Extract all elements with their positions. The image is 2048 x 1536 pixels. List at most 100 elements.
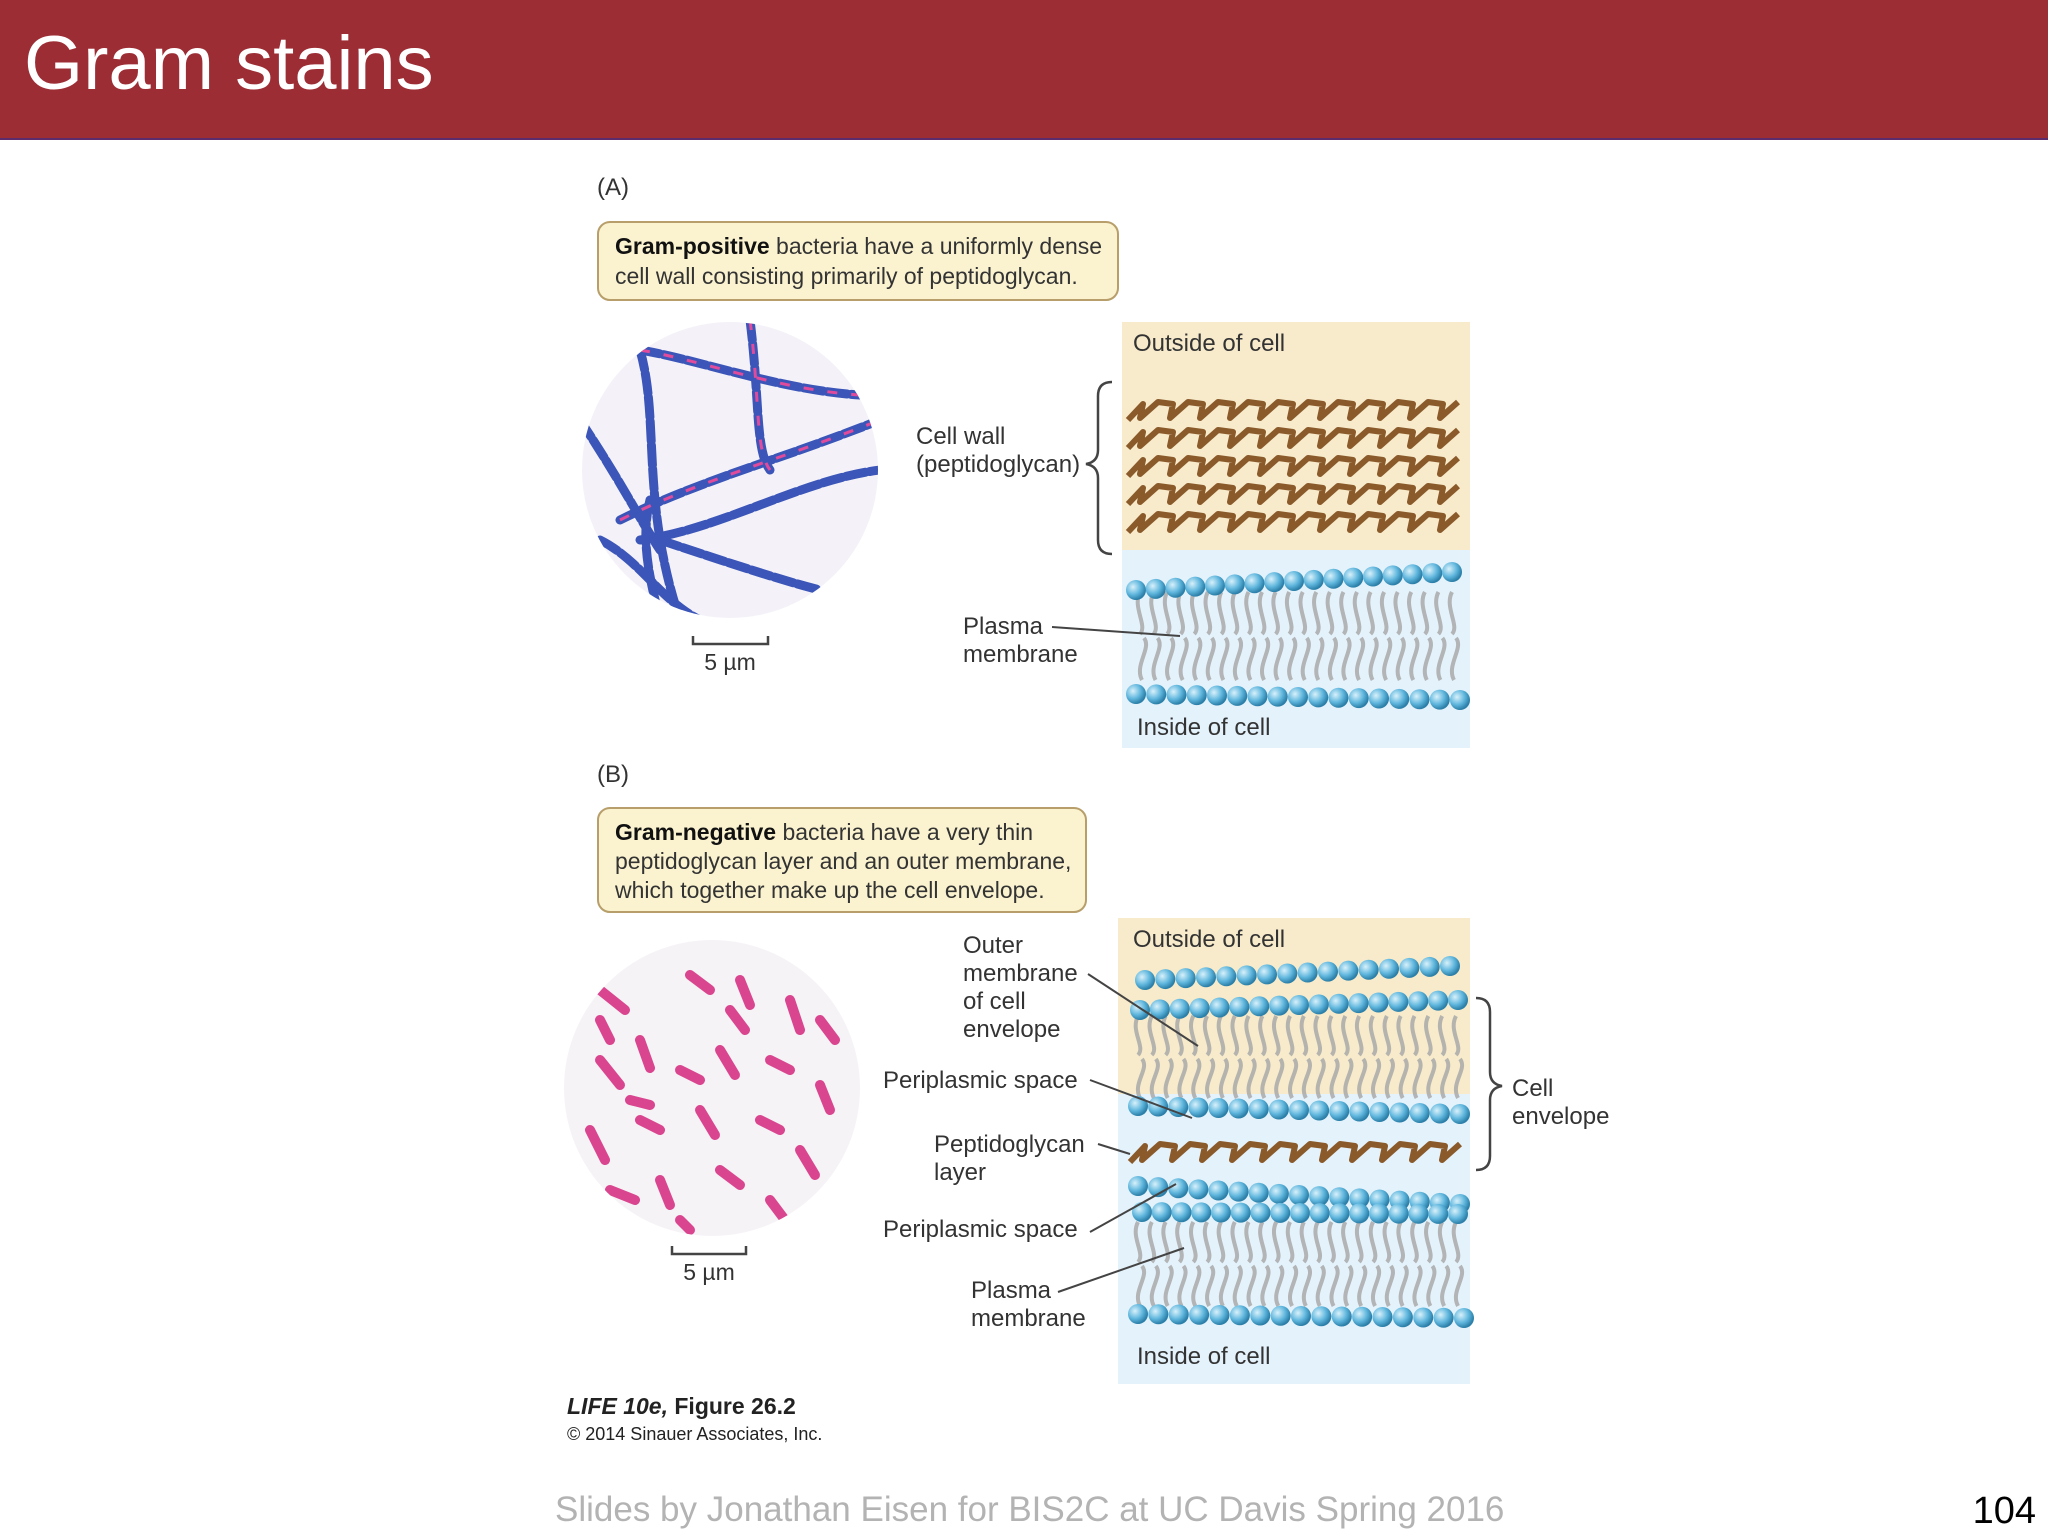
bacterial-rod [715,1045,740,1080]
lipid-head [1247,686,1268,707]
lipid-head [1433,1307,1454,1328]
lipid-head [1343,567,1364,588]
peptidoglycan-layer [1127,1141,1462,1165]
lipid-head [1442,562,1462,582]
lipid-head [1448,1204,1468,1224]
panel-a-callout-rest: bacteria have a uniformly dense [770,233,1102,259]
lipid-head [1408,1203,1429,1224]
lipid-head [1297,962,1318,983]
outer-membrane-label-3: of cell [963,988,1026,1015]
lipid-head [1216,966,1237,987]
gram-positive-micrograph [582,322,878,618]
lipid-tail [1216,1015,1229,1099]
lipid-heads [1126,562,1470,710]
lipid-head [1308,994,1329,1015]
lipid-head [1349,1101,1370,1122]
lipid-tail [1175,1221,1188,1307]
caption-copyright: © 2014 Sinauer Associates, Inc. [567,1424,823,1444]
panel-b-callout-bold: Gram-negative [615,819,776,845]
lipid-head [1422,563,1443,584]
lipid-head [1329,1187,1350,1208]
cell-wall-label-2: (peptidoglycan) [916,451,1080,478]
lipid-tail [1285,1015,1299,1099]
bacterial-rod [815,1015,840,1045]
lipid-tail [1379,591,1393,681]
lipid-head [1149,999,1170,1020]
lipid-head [1289,1100,1309,1120]
gram-negative-envelope-diagram: Outside of cell Inside of cell [1118,918,1474,1384]
lipid-head [1175,968,1196,989]
lipid-tail [1284,591,1298,681]
lipid-head [1448,990,1468,1010]
panel-b-callout-line3: which together make up the cell envelope… [614,877,1045,903]
panel-b-outside-label: Outside of cell [1133,926,1285,953]
outer-membrane-label: Outer [963,932,1023,959]
periplasmic-space-label-2: Periplasmic space [883,1216,1078,1243]
lipid-head [1363,566,1383,587]
lipid-head [1128,1096,1148,1116]
lipid-head [1229,1305,1250,1326]
bacterial-rod [635,1115,665,1135]
lipid-tail [1407,591,1420,681]
lipid-head [1269,995,1290,1016]
lipid-head [1229,996,1250,1017]
lipid-head [1308,687,1329,708]
lipid-tail [1257,591,1271,681]
lipid-head [1399,957,1420,978]
panel-a-outside-label: Outside of cell [1133,330,1285,357]
lipid-head [1168,1097,1189,1117]
panel-a-label: (A) [597,174,629,201]
panel-a-inside-label: Inside of cell [1137,714,1270,741]
cell-envelope-label: Cell [1512,1075,1553,1102]
lipid-head [1409,1103,1430,1123]
lipid-head [1289,995,1309,1015]
panel-b-callout-rest: bacteria have a very thin [776,819,1033,845]
lipid-tail [1230,1221,1243,1307]
lipid-head [1248,1099,1269,1119]
lipid-tail [1230,591,1243,681]
lipid-head [1268,1183,1289,1204]
lipid-head [1290,1203,1310,1223]
lipid-head [1318,961,1338,982]
bacterial-rod [725,1005,750,1035]
lipid-tail [1258,1221,1271,1307]
lipid-tail [1299,1221,1312,1307]
lipid-head [1288,687,1308,707]
lipid-head [1419,956,1440,977]
lipid-tail [1447,591,1460,681]
lipid-head [1244,573,1265,594]
panel-b-inside-label: Inside of cell [1137,1343,1270,1370]
lipid-head [1309,1100,1330,1121]
lipid-head [1450,690,1470,710]
peptidoglycan-layer-label: Peptidoglycan [934,1131,1085,1158]
lipid-tail [1396,1221,1409,1307]
lipid-tail [1451,1221,1464,1307]
lipid-head [1208,1098,1229,1118]
lipid-head [1145,578,1166,599]
lipid-head [1165,577,1186,598]
lipid-head [1329,1203,1350,1224]
panel-a-plasma-label-2: membrane [963,641,1078,668]
panel-a-scale-label: 5 µm [704,649,756,675]
peptidoglycan-strand [1125,399,1460,423]
panel-a-callout: Gram-positive bacteria have a uniformly … [597,221,1119,301]
lipid-head [1250,1305,1271,1326]
panel-b-plasma-label-2: membrane [971,1305,1086,1332]
bacterial-rod [675,1215,695,1235]
lipid-tail [1313,1221,1326,1307]
lipid-tail [1327,1015,1340,1099]
lipid-head [1303,569,1324,590]
lipid-head [1224,574,1245,595]
lipid-head [1208,1180,1229,1201]
lipid-head [1450,1104,1470,1124]
gram-positive-envelope-diagram: Outside of cell Inside of cell [1122,322,1470,748]
bacterial-rod [585,1125,610,1165]
lipid-head [1388,991,1409,1012]
lipid-head [1358,959,1379,980]
panel-b-plasma-pointer [1057,1247,1185,1293]
lipid-head [1372,1307,1393,1327]
lipid-head [1146,684,1167,705]
bacterial-rod [755,1115,785,1135]
figure-caption: LIFE 10e, Figure 26.2 © 2014 Sinauer Ass… [567,1393,822,1445]
lipid-head [1413,1307,1434,1328]
